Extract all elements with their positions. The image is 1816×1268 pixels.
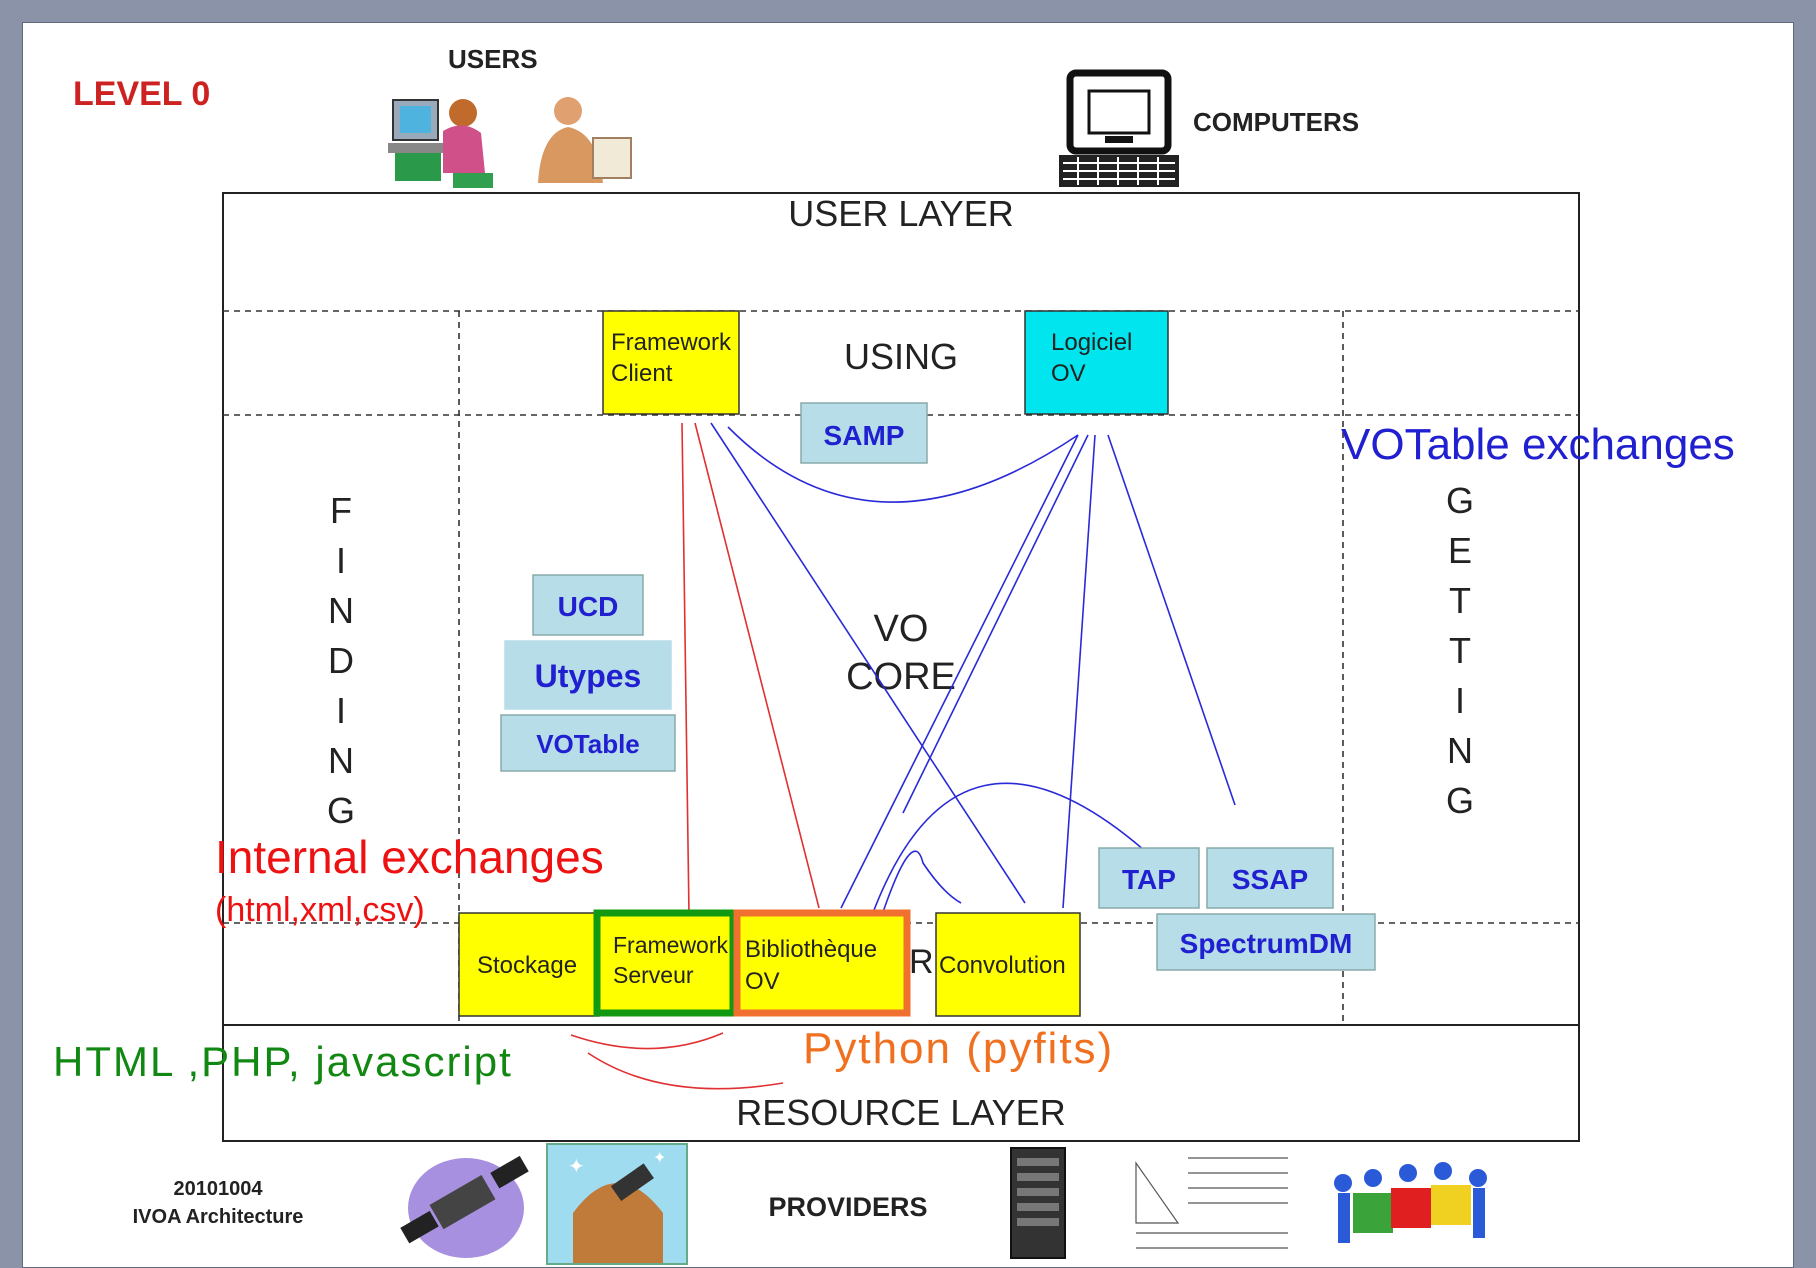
- server-icon: [1010, 1147, 1066, 1259]
- puzzle-team-icon: [1334, 1162, 1487, 1243]
- svg-text:F: F: [330, 490, 352, 531]
- svg-text:N: N: [328, 740, 354, 781]
- date-label: 20101004: [174, 1178, 264, 1200]
- utypes-box: [504, 640, 672, 710]
- votable-label: VOTable: [536, 729, 640, 759]
- computer-icon: [1059, 69, 1179, 187]
- svg-text:G: G: [1446, 780, 1474, 821]
- computers-label: COMPUTERS: [1193, 107, 1359, 137]
- ucd-label: UCD: [558, 591, 619, 622]
- finding-label: F I N D I N G: [327, 490, 355, 831]
- logiciel-ov-box: [1024, 310, 1169, 415]
- svg-text:I: I: [336, 690, 346, 731]
- level-title: LEVEL 0: [73, 75, 210, 113]
- utypes-label: Utypes: [535, 658, 642, 694]
- ucd-box: [532, 574, 644, 636]
- vo-connection-lines: [710, 422, 1236, 919]
- users-label: USERS: [448, 44, 538, 74]
- framework-serveur-label-2: Serveur: [613, 962, 694, 988]
- votable-exchanges-note: VOTable exchanges: [1341, 420, 1735, 469]
- vo-core-label-line1: VO: [874, 608, 929, 650]
- satellite-icon: [400, 1155, 529, 1258]
- convolution-label: Convolution: [939, 952, 1066, 979]
- samp-box: [800, 402, 928, 464]
- diagram-sheet: LEVEL 0 USERS COMPUTERS: [22, 22, 1794, 1268]
- using-label: USING: [844, 336, 958, 377]
- math-notes-icon: [1135, 1157, 1288, 1249]
- bibliotheque-ov-label-2: OV: [745, 968, 780, 995]
- spectrumdm-label: SpectrumDM: [1180, 928, 1353, 959]
- tap-box: [1098, 847, 1200, 909]
- internal-formats-note: (html,xml,csv): [215, 891, 425, 929]
- convolution-box: [935, 912, 1081, 1017]
- getting-label: G E T T I N G: [1446, 480, 1474, 821]
- internal-connection-lines: [570, 422, 820, 1090]
- svg-text:D: D: [328, 640, 354, 681]
- svg-text:T: T: [1449, 630, 1471, 671]
- thinking-user-icon: [538, 97, 632, 183]
- python-note: Python (pyfits): [803, 1024, 1114, 1073]
- ssap-label: SSAP: [1232, 864, 1308, 895]
- framework-serveur-box: [593, 909, 737, 1017]
- votable-box: [500, 714, 676, 772]
- observatory-icon: ✦ ✦: [546, 1143, 688, 1265]
- bibliotheque-ov-label: Bibliothèque: [745, 936, 877, 963]
- ssap-box: [1206, 847, 1334, 909]
- svg-text:✦: ✦: [653, 1150, 666, 1167]
- spectrumdm-box: [1156, 913, 1376, 971]
- internal-exchanges-note: Internal exchanges: [215, 831, 604, 883]
- web-stack-note: HTML ,PHP, javascript: [53, 1038, 513, 1085]
- providers-label: PROVIDERS: [768, 1192, 927, 1222]
- svg-text:E: E: [1448, 530, 1472, 571]
- svg-text:I: I: [336, 540, 346, 581]
- framework-client-box: [602, 310, 740, 415]
- svg-text:I: I: [1455, 680, 1465, 721]
- samp-label: SAMP: [824, 420, 905, 451]
- caption-label: IVOA Architecture: [133, 1206, 304, 1228]
- resource-layer-label: RESOURCE LAYER: [736, 1092, 1065, 1133]
- svg-text:N: N: [328, 590, 354, 631]
- bibliotheque-ov-box: [733, 909, 911, 1017]
- logiciel-ov-label: Logiciel: [1051, 329, 1132, 356]
- svg-text:T: T: [1449, 580, 1471, 621]
- user-layer-label: USER LAYER: [788, 193, 1013, 234]
- tap-label: TAP: [1122, 864, 1176, 895]
- logiciel-ov-label-2: OV: [1051, 360, 1086, 387]
- svg-text:N: N: [1447, 730, 1473, 771]
- user-at-computer-icon: [388, 99, 493, 188]
- framework-client-label: Framework: [611, 329, 732, 356]
- stockage-box: [458, 912, 600, 1017]
- svg-text:✦: ✦: [568, 1156, 585, 1178]
- stockage-label: Stockage: [477, 952, 577, 979]
- svg-text:G: G: [327, 790, 355, 831]
- svg-text:G: G: [1446, 480, 1474, 521]
- vo-core-label-line2: CORE: [846, 656, 956, 698]
- framework-serveur-label: Framework: [613, 932, 729, 958]
- framework-client-label-2: Client: [611, 360, 673, 387]
